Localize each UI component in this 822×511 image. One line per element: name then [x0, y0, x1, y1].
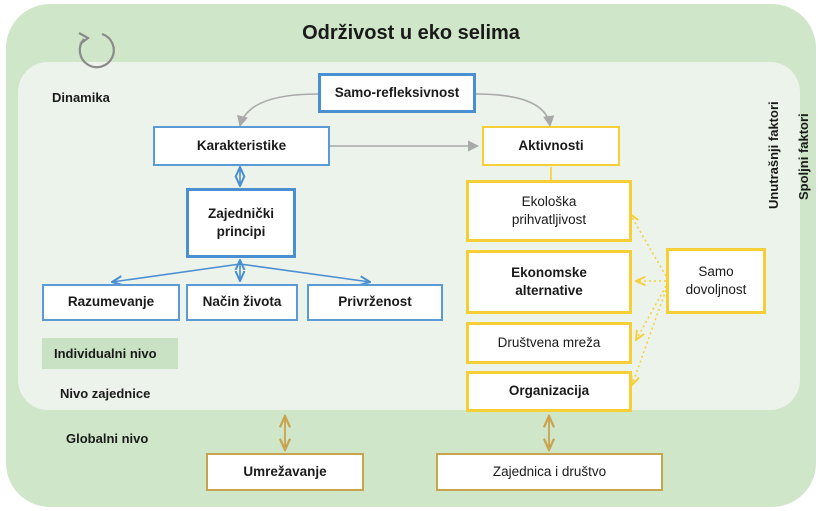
- label-globalni-nivo: Globalni nivo: [66, 431, 149, 446]
- node-karakteristike: Karakteristike: [153, 126, 330, 166]
- arrow-principi-privrzenost: [239, 263, 370, 282]
- arrow-dovoljnost-ekoloska: [630, 214, 667, 277]
- label-unutrasnji-faktori: Unutrašnji faktori: [766, 101, 781, 209]
- node-ekonomske-alternative: Ekonomske alternative: [466, 250, 632, 314]
- node-privrzenost: Privrženost: [307, 284, 443, 321]
- label-spoljni-faktori: Spoljni faktori: [796, 113, 811, 201]
- node-razumevanje: Razumevanje: [42, 284, 180, 321]
- diagram-title: Održivost u eko selima: [302, 22, 520, 44]
- node-samo-refleksivnost: Samo-refleksivnost: [318, 73, 476, 113]
- arrow-refleksivnost-karakteristike: [237, 93, 319, 128]
- label-nivo-zajednice: Nivo zajednice: [60, 386, 151, 401]
- node-organizacija: Organizacija: [466, 371, 632, 412]
- node-drustvena-mreza: Društvena mreža: [466, 322, 632, 364]
- node-zajednicki-principi: Zajednički principi: [186, 188, 296, 258]
- node-nacin-zivota: Način života: [186, 284, 298, 321]
- individual-level-band: [42, 338, 178, 369]
- label-dinamika: Dinamika: [52, 90, 110, 105]
- node-samo-dovoljnost: Samo dovoljnost: [666, 248, 766, 314]
- arrow-principi-razumevanje: [112, 263, 241, 282]
- node-aktivnosti: Aktivnosti: [482, 126, 620, 166]
- arrow-refleksivnost-aktivnosti: [475, 93, 555, 128]
- label-individualni-nivo: Individualni nivo: [54, 346, 157, 361]
- node-umrezavanje: Umrežavanje: [206, 453, 364, 491]
- node-zajednica-i-drustvo: Zajednica i društvo: [436, 453, 663, 491]
- arrow-dovoljnost-drustvena: [636, 285, 667, 340]
- circular-arrow-icon: [78, 32, 115, 69]
- arrow-dovoljnost-organizacija: [632, 289, 667, 385]
- node-ekoloska-prihvatljivost: Ekološka prihvatljivost: [466, 180, 632, 242]
